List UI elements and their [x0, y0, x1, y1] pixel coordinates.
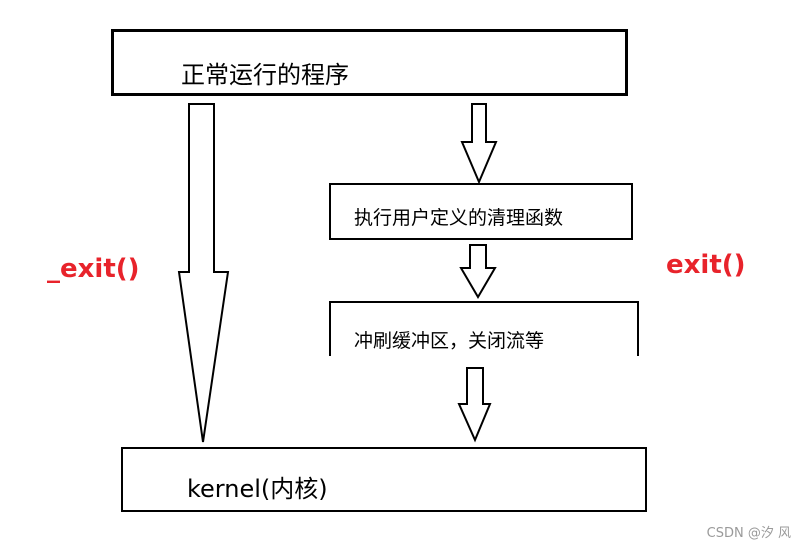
kernel-text: kernel(内核)	[187, 475, 328, 503]
exit-label: exit()	[666, 250, 746, 280]
flush-close-box: 冲刷缓冲区，关闭流等	[329, 301, 639, 356]
running-program-text: 正常运行的程序	[181, 61, 349, 89]
arrow-to-cleanup	[460, 103, 498, 185]
exit-underscore-arrow	[177, 103, 230, 443]
cleanup-functions-box: 执行用户定义的清理函数	[329, 183, 633, 240]
running-program-box: 正常运行的程序	[111, 29, 628, 96]
arrow-to-flush	[459, 244, 497, 299]
flush-close-text: 冲刷缓冲区，关闭流等	[354, 330, 545, 352]
kernel-box: kernel(内核)	[121, 447, 647, 512]
cleanup-functions-text: 执行用户定义的清理函数	[354, 207, 564, 229]
arrow-to-kernel	[457, 367, 492, 443]
exit-underscore-label: _exit()	[47, 254, 140, 284]
watermark: CSDN @汐 风	[706, 526, 791, 541]
